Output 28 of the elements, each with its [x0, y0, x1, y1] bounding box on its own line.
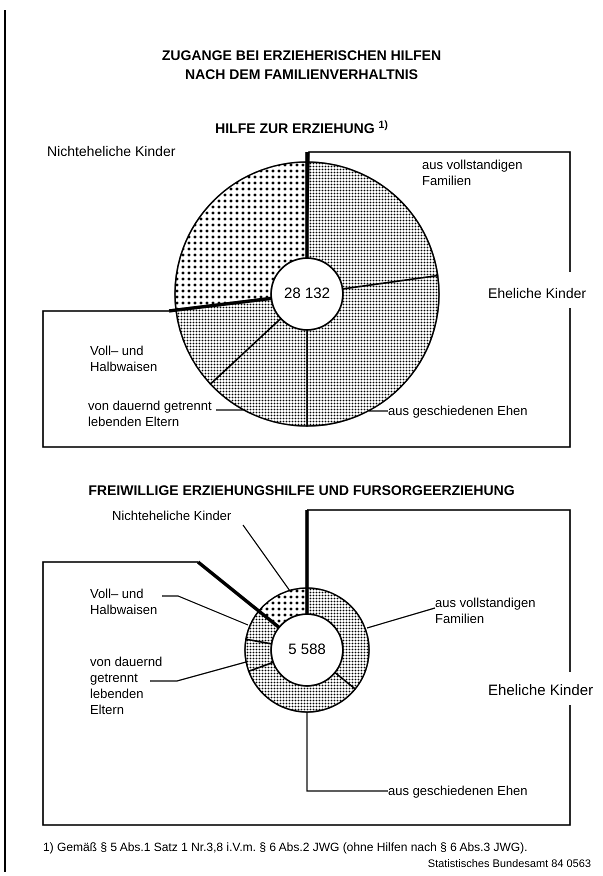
slice-label: aus geschiedenen Ehen [388, 403, 529, 419]
chart-label: Statistisches Bundesamt 84 0563 [428, 857, 591, 872]
chart-label: Voll– und Halbwaisen [90, 343, 158, 375]
pie-slice [244, 638, 274, 672]
slice-label: Nichteheliche Kinder [112, 508, 232, 524]
chart-label: aus vollstandigen Familien [422, 157, 524, 189]
leader-line [369, 410, 388, 412]
leader-line [242, 524, 290, 592]
slice-label: aus geschiedenen Ehen [388, 783, 529, 799]
total-value: 28 132 [284, 284, 330, 304]
chart-label: HILFE ZUR ERZIEHUNG $^{1)}$ [214, 118, 389, 138]
slice-label: Voll– und Halbwaisen [90, 586, 158, 618]
leader-line [150, 661, 246, 682]
slice-label: von dauernd getrennt lebenden Eltern [90, 654, 164, 718]
slice-label: von dauernd getrennt lebenden Eltern [88, 398, 213, 430]
slice-label: aus vollstandigen Familien [435, 595, 536, 627]
pie-slice [210, 318, 308, 427]
leader-line [162, 595, 248, 626]
chart-label: Nichteheliche Kinder [47, 142, 176, 161]
leader-line [366, 607, 436, 629]
diagram-title: ZUGANGE BEI ERZIEHERISCHEN HILFEN NACH DEM FAMILIENVERHALTNIS [160, 46, 442, 84]
leader-line [306, 712, 388, 792]
pie-slice [175, 298, 282, 385]
pie-slice [174, 161, 308, 311]
chart-label: FREIWILLIGE ERZIEHUNGSHILFE UND FURSORGEERZIEHUNG [87, 481, 516, 500]
chart-label: 1) Gemäß § 5 Abs.1 Satz 1 Nr.3,8 i.V.m. § 6 Abs.2 JWG (ohne Hilfen nach § 6 Abs.3 JWG). [43, 839, 528, 856]
total-value: 5 588 [288, 640, 326, 660]
leader-line [216, 409, 244, 411]
